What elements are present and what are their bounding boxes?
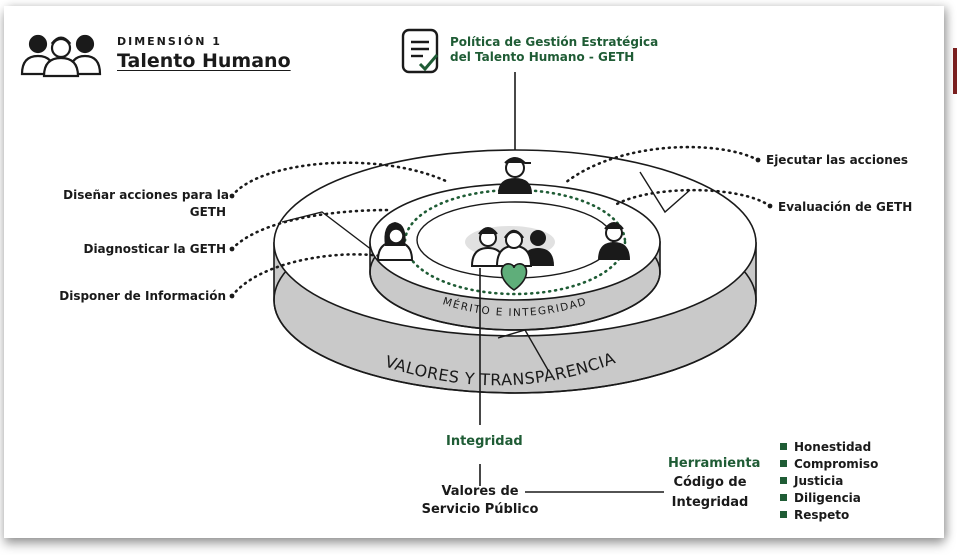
dimension-label: DIMENSIÓN 1 — [117, 35, 222, 48]
list-item: Compromiso — [780, 456, 878, 473]
woman-icon — [376, 222, 414, 261]
bullet-square-icon — [780, 443, 787, 450]
leader-lines — [230, 145, 772, 298]
bullet-square-icon — [780, 494, 787, 501]
action-execute: Ejecutar las acciones — [766, 153, 909, 167]
action-evaluate: Evaluación de GETH — [778, 200, 913, 214]
list-item: Honestidad — [780, 439, 878, 456]
action-information: Disponer de Información — [59, 289, 226, 303]
code-line1: Código de — [673, 475, 747, 490]
list-item: Diligencia — [780, 490, 878, 507]
cycle-path — [403, 188, 627, 296]
policy-line1: Política de Gestión Estratégica — [450, 35, 659, 49]
policy-document-icon — [401, 28, 439, 74]
integrity-label: Integridad — [446, 434, 523, 449]
action-design-line2: GETH — [189, 205, 226, 219]
leader-dots — [229, 157, 773, 299]
team-center-icon — [470, 227, 554, 267]
list-item: Respeto — [780, 507, 878, 524]
bullet-square-icon — [780, 460, 787, 467]
tool-label: Herramienta — [668, 456, 761, 471]
action-design-line1: Diseñar acciones para la — [63, 188, 229, 202]
list-item: Justicia — [780, 473, 878, 490]
man-icon — [598, 222, 630, 260]
heart-icon — [500, 263, 528, 291]
action-diagnose: Diagnosticar la GETH — [83, 242, 226, 256]
values-list: Honestidad Compromiso Justicia Diligenci… — [780, 439, 878, 524]
code-line2: Integridad — [671, 495, 749, 510]
values-line2: Servicio Público — [421, 502, 539, 517]
values-line1: Valores de — [441, 484, 519, 499]
people-group-icon — [20, 34, 102, 78]
bullet-square-icon — [780, 511, 787, 518]
bullet-square-icon — [780, 477, 787, 484]
policy-line2: del Talento Humano - GETH — [450, 50, 635, 64]
edge-accent-bar — [953, 48, 957, 94]
person-cap-icon — [498, 157, 532, 194]
page-title: Talento Humano — [117, 50, 291, 72]
